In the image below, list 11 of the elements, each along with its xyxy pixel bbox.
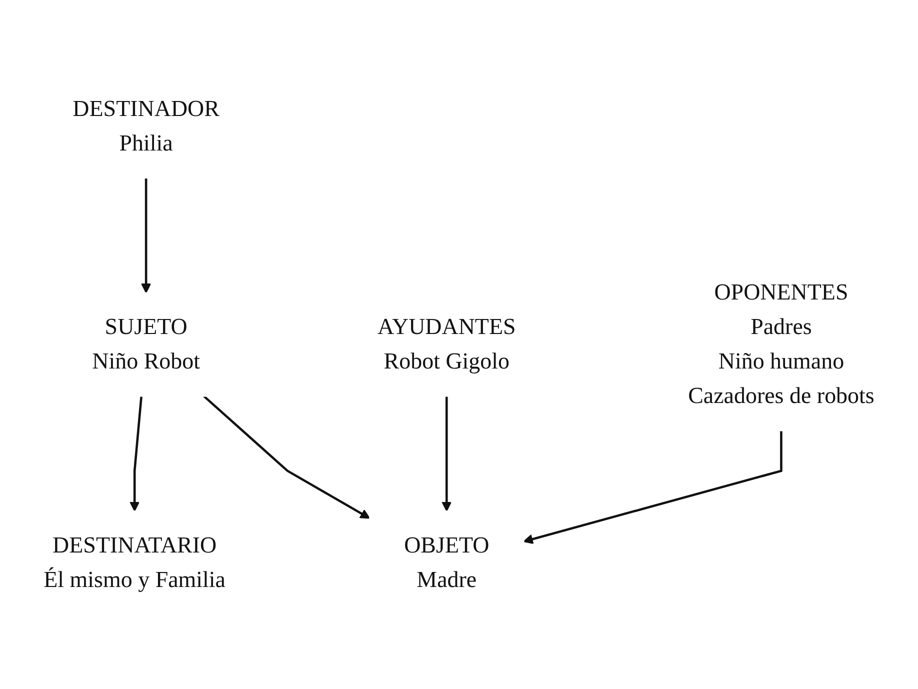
arrow <box>130 396 143 512</box>
arrow <box>141 178 152 294</box>
node-text: DESTINATARIO Él mismo y Familia <box>44 532 226 593</box>
node-text: SUJETO Niño Robot <box>92 314 200 374</box>
node-text: DESTINADOR Philia <box>72 96 220 156</box>
node-text: OPONENTES Padres Niño humano Cazadores de robots <box>688 280 874 409</box>
node-text: AYUDANTES Robot Gigolo <box>378 314 516 374</box>
arrow <box>203 395 370 519</box>
arrow <box>442 396 452 512</box>
arrow <box>523 430 782 544</box>
node-text: OBJETO Madre <box>404 532 490 593</box>
